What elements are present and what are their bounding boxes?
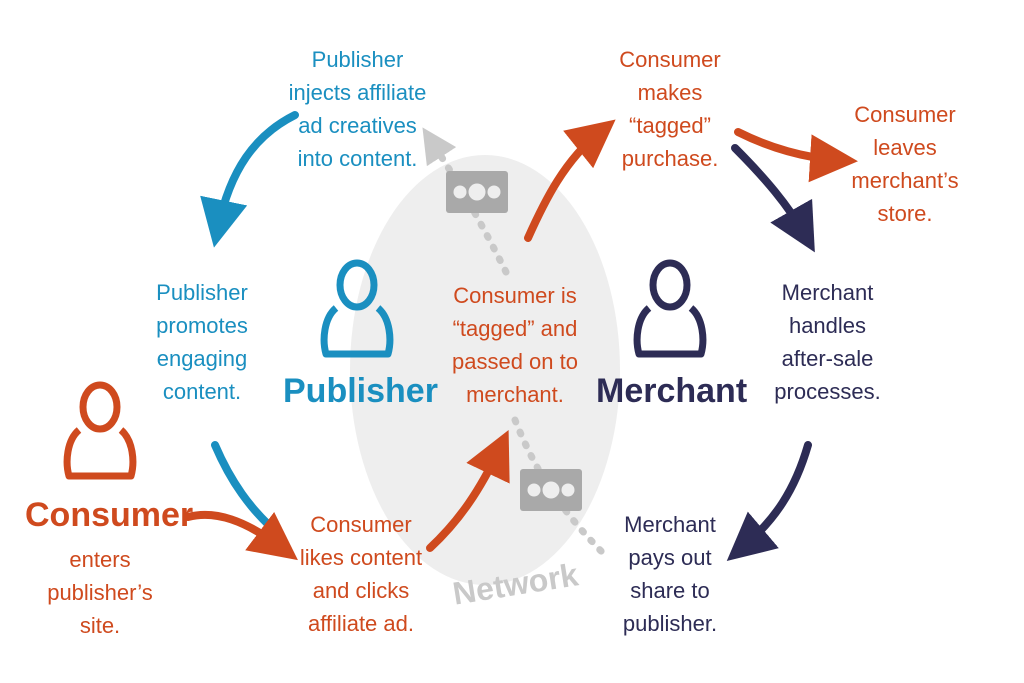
step-consumer-purchase: Consumer makes “tagged” purchase. (619, 47, 721, 171)
step-consumer-tagged: Consumer is “tagged” and passed on to me… (452, 283, 578, 407)
step-consumer-enters: enters publisher’s site. (47, 547, 153, 638)
money-bill-icon (446, 171, 508, 213)
arrow-icon (184, 510, 298, 561)
person-icon (320, 259, 394, 358)
consumer-label: Consumer (25, 496, 194, 534)
person-icon (633, 259, 707, 358)
arrow-icon (726, 441, 812, 561)
step-consumer-leaves: Consumer leaves merchant’s store. (851, 102, 959, 226)
step-publisher-promotes: Publisher promotes engaging content. (156, 280, 248, 404)
step-merchant-handles: Merchant handles after-sale processes. (774, 280, 881, 404)
arrow-icon (200, 111, 299, 248)
step-publisher-injects: Publisher injects affiliate ad creatives… (288, 47, 427, 171)
network-flow-to-publisher (422, 127, 510, 276)
merchant-label: Merchant (596, 372, 748, 410)
arrow-icon (731, 144, 815, 253)
arrow-icon (426, 429, 510, 552)
step-merchant-pays: Merchant pays out share to publisher. (622, 512, 718, 636)
arrow-icon (524, 119, 616, 242)
publisher-label: Publisher (283, 372, 438, 410)
person-icon (63, 381, 137, 480)
step-consumer-likes: Consumer likes content and clicks affili… (299, 512, 423, 636)
money-bill-icon (520, 469, 582, 511)
arrow-icon (734, 128, 858, 183)
